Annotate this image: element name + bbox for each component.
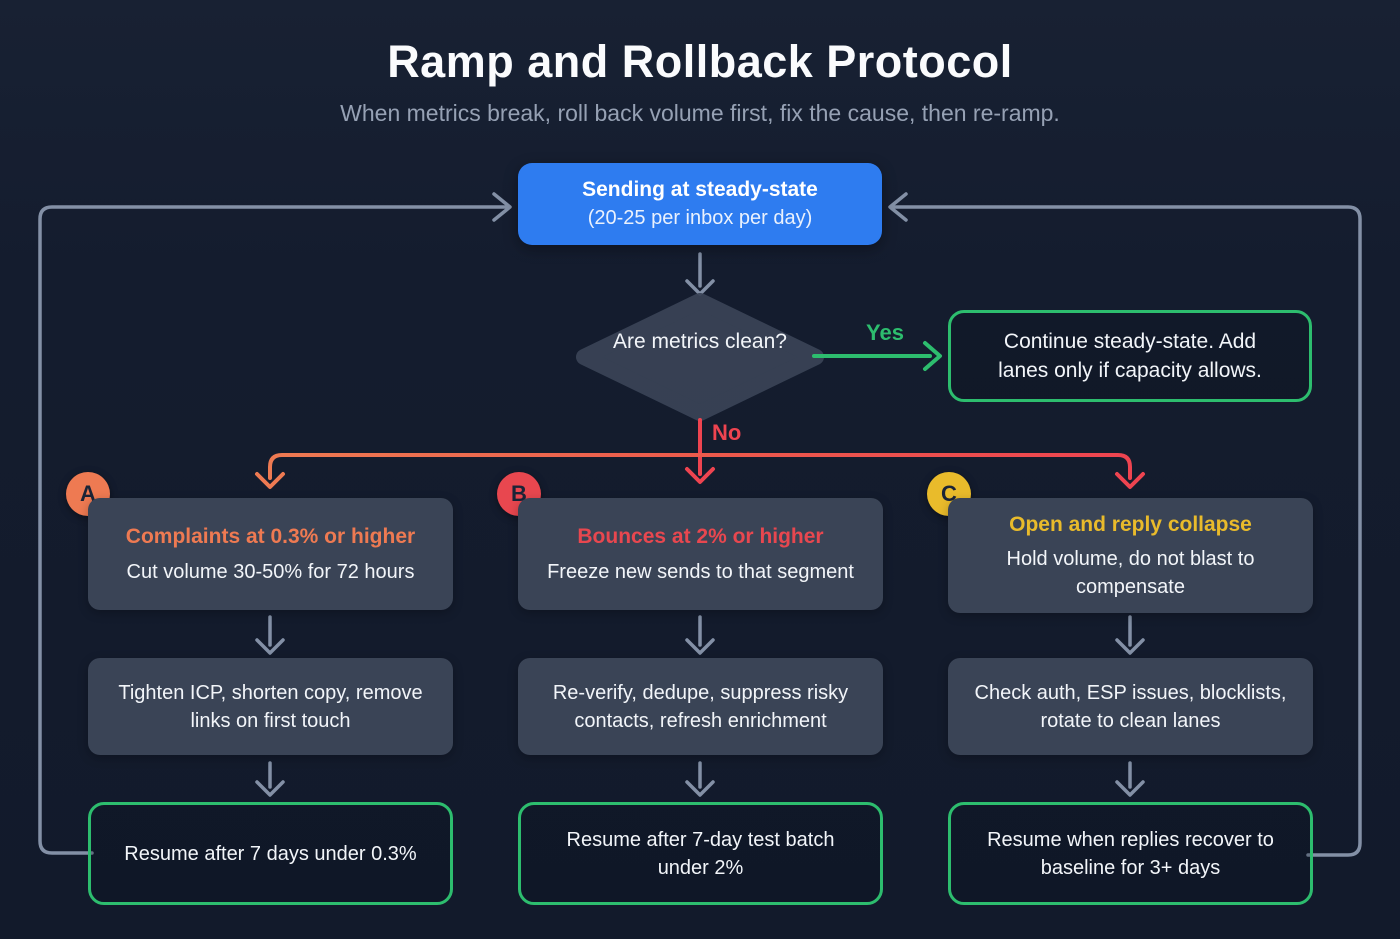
branch-c-fix-text: Check auth, ESP issues, blocklists, rota… xyxy=(974,681,1287,732)
steady-state-subtitle: (20-25 per inbox per day) xyxy=(587,206,813,229)
decision-diamond xyxy=(576,293,824,421)
branch-b-resume-node: Resume after 7-day test batch under 2% xyxy=(518,802,883,905)
yes-label: Yes xyxy=(866,320,904,345)
continue-text: Continue steady-state. Add lanes only if… xyxy=(998,329,1262,382)
no-branch-split xyxy=(268,453,1132,480)
branch-a-resume-text: Resume after 7 days under 0.3% xyxy=(124,842,417,865)
branch-c-fix-node: Check auth, ESP issues, blocklists, rota… xyxy=(948,658,1313,755)
continue-steady-state-node: Continue steady-state. Add lanes only if… xyxy=(948,310,1312,402)
steady-to-decision-arrow xyxy=(685,252,715,296)
branch-c-arrowhead xyxy=(1115,472,1145,489)
steady-state-node: Sending at steady-state (20-25 per inbox… xyxy=(518,163,882,245)
yes-arrow xyxy=(812,341,942,371)
branch-b-resume-text: Resume after 7-day test batch under 2% xyxy=(566,828,835,879)
branch-a-fix-text: Tighten ICP, shorten copy, remove links … xyxy=(118,681,423,732)
branch-c-trigger-action: Hold volume, do not blast to compensate xyxy=(1006,548,1255,599)
branch-a-resume-node: Resume after 7 days under 0.3% xyxy=(88,802,453,905)
page-title: Ramp and Rollback Protocol xyxy=(387,36,1013,87)
branch-c-trigger-node: Open and reply collapse Hold volume, do … xyxy=(948,498,1313,614)
page-subtitle: When metrics break, roll back volume fir… xyxy=(340,100,1060,126)
branch-a-arrowhead xyxy=(255,472,285,489)
steady-state-title: Sending at steady-state xyxy=(582,178,818,202)
decision-question: Are metrics clean? xyxy=(613,330,787,353)
branch-a-trigger-title: Complaints at 0.3% or higher xyxy=(125,525,416,549)
branch-a-fix-node: Tighten ICP, shorten copy, remove links … xyxy=(88,658,453,755)
branch-c-resume-node: Resume when replies recover to baseline … xyxy=(948,802,1313,905)
branch-b-fix-text: Re-verify, dedupe, suppress risky contac… xyxy=(552,681,849,732)
branch-b-fix-node: Re-verify, dedupe, suppress risky contac… xyxy=(518,658,883,755)
branch-c-trigger-title: Open and reply collapse xyxy=(1009,513,1252,536)
no-label: No xyxy=(712,420,742,445)
no-arrow xyxy=(685,418,715,484)
branch-b-trigger-title: Bounces at 2% or higher xyxy=(577,525,824,549)
branch-c-resume-text: Resume when replies recover to baseline … xyxy=(987,828,1274,879)
branch-b-trigger-node: Bounces at 2% or higher Freeze new sends… xyxy=(518,498,883,610)
branch-a-trigger-action: Cut volume 30-50% for 72 hours xyxy=(126,560,415,583)
branch-b-trigger-action: Freeze new sends to that segment xyxy=(547,560,854,583)
branch-a-trigger-node: Complaints at 0.3% or higher Cut volume … xyxy=(88,498,453,610)
